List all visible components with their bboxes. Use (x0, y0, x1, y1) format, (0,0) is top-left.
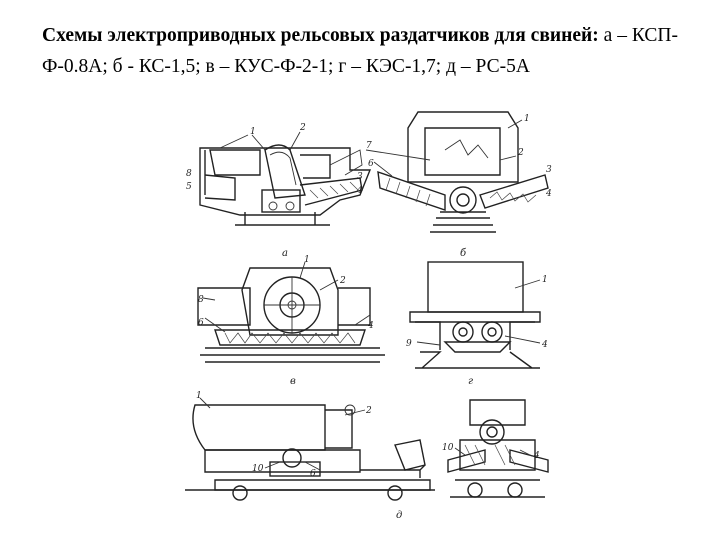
callout-a-5: 5 (186, 182, 192, 192)
callout-v-2: 2 (339, 276, 346, 286)
callout-g-1: 1 (542, 275, 548, 285)
panel-v-label: в (290, 376, 296, 387)
caption-variants: а – КСП-Ф-0.8А; б - КС-1,5; в – КУС-Ф-2-… (42, 25, 678, 77)
callout-v-4: 4 (367, 321, 374, 331)
panel-d-label: д (396, 510, 402, 521)
callout-a-2: 2 (299, 123, 306, 133)
callout-v-8: 8 (198, 295, 204, 305)
callout-b-6: 6 (368, 159, 374, 169)
callout-d-2: 2 (365, 406, 372, 416)
callout-a-1: 1 (250, 127, 256, 137)
callout-d-10a: 10 (252, 464, 264, 474)
callout-d-4: 4 (533, 451, 540, 461)
scheme-a: 1 2 3 4 5 8 а (186, 123, 372, 259)
scheme-d: 1 2 6 10 10 4 д (185, 391, 549, 521)
panel-g-label: г (468, 376, 473, 387)
scheme-v: 1 2 4 6 8 в (197, 255, 385, 387)
callout-a-8: 8 (186, 169, 192, 179)
callout-v-1: 1 (304, 255, 310, 265)
callout-d-1: 1 (196, 391, 202, 401)
scheme-g: 1 4 9 г (406, 261, 548, 387)
figure-caption: Схемы электроприводных рельсовых раздатч… (42, 20, 678, 82)
panel-b-label: б (460, 248, 467, 259)
callout-g-4: 4 (541, 340, 548, 350)
callout-b-2: 2 (517, 148, 524, 158)
callout-b-7: 7 (366, 141, 372, 151)
callout-g-9: 9 (406, 339, 412, 349)
caption-title: Схемы электроприводных рельсовых раздатч… (42, 25, 599, 46)
callout-d-10b: 10 (442, 443, 454, 453)
callout-b-4: 4 (545, 189, 552, 199)
callout-b-3: 3 (546, 165, 552, 175)
panel-a-label: а (282, 248, 288, 259)
callout-a-3: 3 (357, 172, 363, 182)
callout-v-6: 6 (198, 318, 204, 328)
callout-b-1: 1 (524, 114, 530, 124)
scheme-b: 1 2 3 4 6 7 б (365, 111, 552, 259)
callout-a-4: 4 (356, 186, 363, 196)
callout-d-6: 6 (310, 469, 316, 479)
